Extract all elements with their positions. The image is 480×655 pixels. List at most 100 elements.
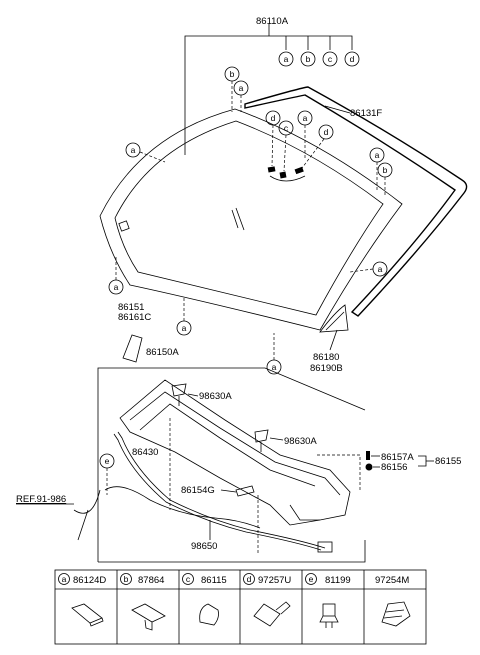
legend-part-97257u	[253, 601, 291, 627]
legend-part-87864	[131, 603, 166, 631]
callout-a-glass-left: a	[125, 142, 141, 158]
callout-a-glass-lower-left: a	[108, 279, 124, 295]
callout-c-top: c	[322, 51, 338, 67]
sensor-pad-c	[279, 171, 287, 179]
callout-a-glass-top: a	[233, 80, 249, 96]
legend-header-d: d 97257U	[243, 573, 291, 586]
cowl-panel	[119, 379, 351, 526]
clip-86157a	[366, 451, 370, 460]
legend-header-plain: 97254M	[375, 575, 409, 586]
callout-b-glass: b	[224, 66, 240, 82]
label-86110a: 86110A	[256, 16, 289, 27]
svg-text:97257U: 97257U	[258, 575, 291, 586]
callout-a-top: a	[278, 51, 294, 67]
sensor-pad-d-left	[267, 166, 276, 173]
svg-text:a: a	[131, 145, 136, 155]
svg-text:c: c	[186, 574, 191, 584]
svg-text:97254M: 97254M	[375, 575, 409, 586]
svg-text:a: a	[272, 362, 277, 372]
leader-86131f	[324, 105, 351, 114]
leader-d-sensor-left	[271, 124, 274, 167]
label-86156: 86156	[381, 462, 407, 473]
svg-text:a: a	[378, 264, 383, 274]
nut-98630a-right	[254, 429, 269, 452]
sensor-pad-d-right	[294, 166, 304, 175]
svg-text:a: a	[114, 282, 119, 292]
label-86150a: 86150A	[146, 347, 179, 358]
label-98630a-left: 98630A	[199, 391, 232, 402]
label-98650: 98650	[191, 541, 217, 552]
legend-table	[54, 569, 427, 645]
bracket-86110a	[184, 35, 353, 155]
label-86131f: 86131F	[350, 108, 382, 119]
svg-text:86124D: 86124D	[73, 575, 106, 586]
label-86430: 86430	[132, 447, 158, 458]
label-86190b: 86190B	[310, 363, 343, 374]
svg-text:d: d	[324, 127, 329, 137]
svg-text:a: a	[182, 323, 187, 333]
svg-text:87864: 87864	[138, 575, 164, 586]
leader-86180	[329, 329, 338, 351]
leader-a-moulding-right	[349, 268, 374, 273]
svg-text:a: a	[284, 54, 289, 64]
svg-text:86115: 86115	[201, 575, 227, 586]
svg-text:e: e	[309, 574, 314, 584]
callout-d-top: d	[344, 51, 360, 67]
label-98630a-right: 98630A	[284, 436, 317, 447]
svg-text:b: b	[124, 574, 129, 584]
callout-b-top: b	[300, 51, 316, 67]
svg-text:d: d	[271, 113, 276, 123]
cowl-box-bottom	[98, 540, 366, 563]
nut-98630a-left	[171, 383, 187, 406]
callout-a-glass-right: a	[369, 147, 385, 163]
legend-header-e: e 81199	[305, 573, 351, 586]
svg-text:b: b	[306, 54, 311, 64]
dash-guide-clip	[317, 454, 361, 490]
legend-header-a: a 86124D	[58, 573, 106, 586]
svg-text:b: b	[230, 69, 235, 79]
windshield-glass	[99, 108, 403, 331]
label-86154g: 86154G	[181, 485, 215, 496]
sensor-outline	[269, 175, 306, 182]
label-86155: 86155	[435, 456, 461, 467]
trim-piece-86180	[319, 304, 349, 333]
legend-header-b: b 87864	[120, 573, 164, 586]
svg-text:81199: 81199	[325, 575, 351, 586]
hose-86430	[113, 431, 333, 553]
leader-a-glass-left	[139, 151, 166, 163]
leader-d-sensor-right	[301, 138, 325, 169]
legend-part-86124d	[71, 603, 104, 627]
callout-b-glass-right: b	[377, 162, 393, 178]
legend-part-97254m	[381, 601, 411, 627]
hose-98650	[104, 486, 261, 529]
svg-text:d: d	[247, 574, 252, 584]
svg-text:a: a	[62, 574, 67, 584]
leader-98630a-right	[269, 437, 284, 441]
windshield-moulding	[244, 86, 468, 317]
label-86157a: 86157A	[381, 452, 414, 463]
leader-c-sensor	[283, 134, 287, 172]
callout-d-sensor-right: d	[318, 124, 334, 140]
leader-86154g	[220, 489, 237, 493]
label-86161c: 86161C	[118, 312, 151, 323]
legend-header-c: c 86115	[182, 573, 227, 586]
seal-pad-86154g	[235, 485, 255, 497]
svg-text:c: c	[284, 123, 289, 133]
svg-text:c: c	[328, 54, 333, 64]
callout-a-moulding-right: a	[372, 261, 388, 277]
svg-text:a: a	[239, 83, 244, 93]
svg-text:e: e	[105, 456, 110, 466]
svg-text:a: a	[303, 113, 308, 123]
clip-86156	[365, 463, 373, 471]
svg-text:b: b	[383, 165, 388, 175]
cowl-box-top	[97, 367, 366, 562]
callout-d-sensor-left: d	[265, 110, 281, 126]
callout-a-glass-bottom: a	[176, 320, 192, 336]
bracket-86155	[418, 455, 427, 467]
leader-98630a-left	[187, 393, 199, 397]
svg-text:a: a	[375, 150, 380, 160]
callout-e: e	[99, 453, 115, 469]
garnish-part	[122, 334, 143, 363]
legend-part-86115	[199, 603, 219, 626]
